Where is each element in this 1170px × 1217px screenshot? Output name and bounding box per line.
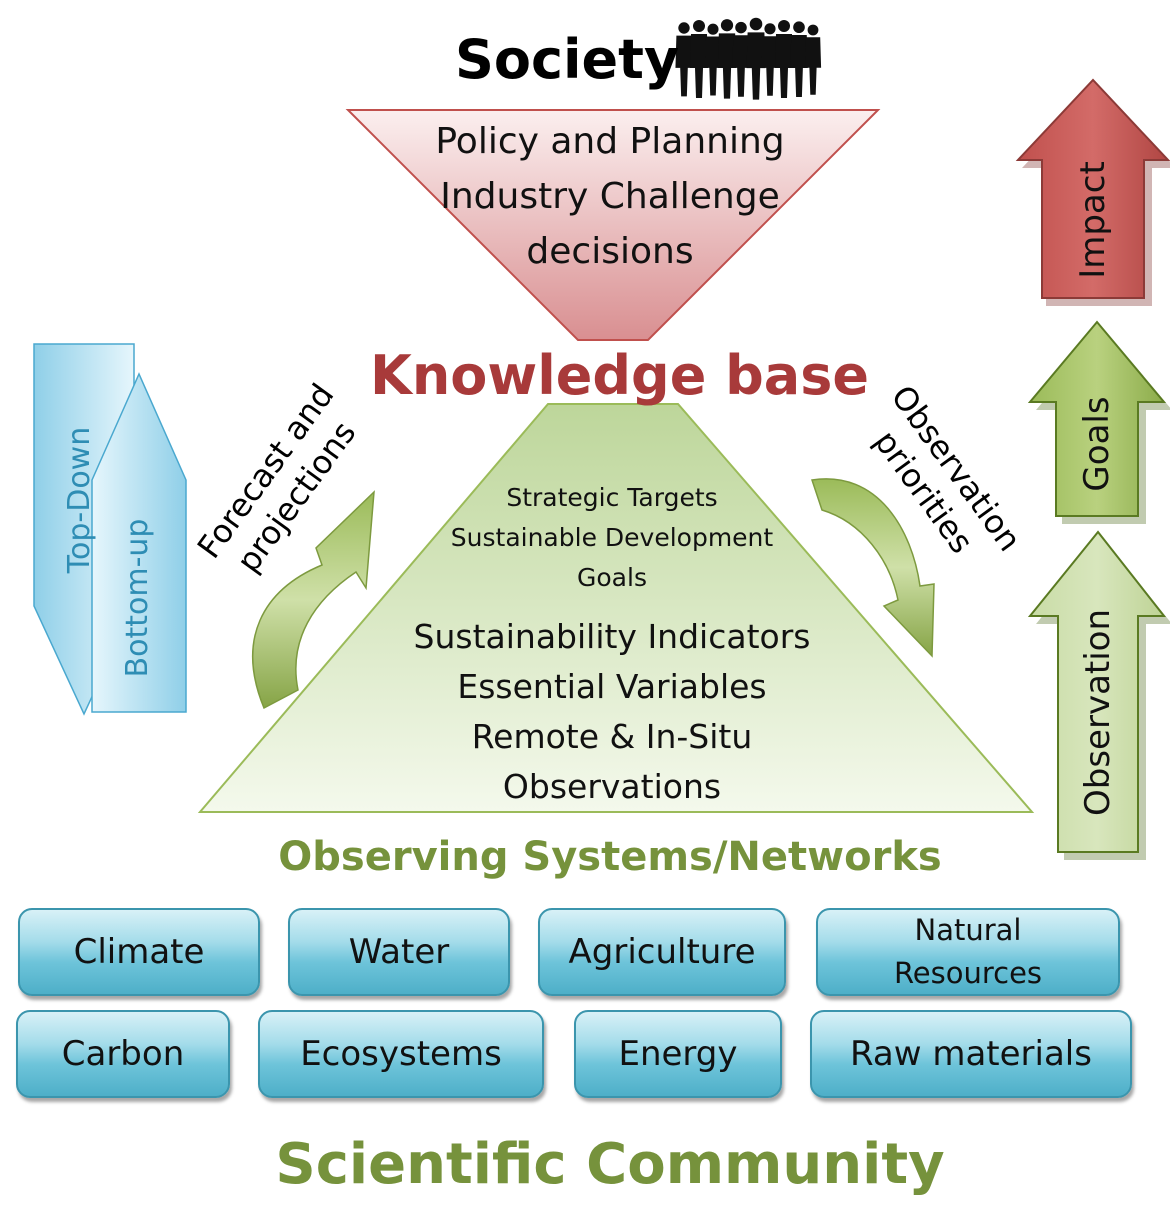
pyramid-upper-line-2: Sustainable Development <box>450 523 774 552</box>
domain-tile-ecosystems: Ecosystems <box>258 1010 544 1098</box>
knowledge-pyramid <box>197 403 1035 813</box>
person-silhouette-icon <box>675 22 693 97</box>
domain-tile-climate: Climate <box>18 908 260 996</box>
impact-arrow <box>1015 78 1170 306</box>
society-box-text: Policy and Planning Industry Challenge d… <box>390 114 830 279</box>
top-down-label: Top-Down <box>62 426 97 574</box>
pyramid-upper-line-3: Goals <box>577 563 647 592</box>
person-silhouette-icon <box>732 21 750 97</box>
person-silhouette-icon <box>775 20 793 98</box>
impact-label: Impact <box>1073 161 1113 279</box>
society-line-3: decisions <box>526 231 694 272</box>
observing-title: Observing Systems/Networks <box>278 834 942 880</box>
observation-arrow <box>1027 530 1170 860</box>
pyramid-lower-text: Sustainability Indicators Essential Vari… <box>382 612 842 812</box>
knowledge-base-title: Knowledge base <box>370 344 869 407</box>
forecast-curved-arrow <box>252 490 375 710</box>
community-title: Scientific Community <box>275 1132 945 1197</box>
person-silhouette-icon <box>761 23 779 96</box>
observation-label: Observation <box>1078 608 1118 816</box>
pyramid-lower-line-4: Observations <box>502 767 722 806</box>
bottom-up-label: Bottom-up <box>120 518 155 678</box>
person-silhouette-icon <box>746 17 766 100</box>
pyramid-upper-text: Strategic Targets Sustainable Developmen… <box>412 478 812 598</box>
domain-tile-agriculture: Agriculture <box>538 908 786 996</box>
pyramid-lower-line-3: Remote & In-Situ <box>471 717 753 756</box>
goals-arrow <box>1027 320 1170 524</box>
society-line-1: Policy and Planning <box>435 121 785 162</box>
goals-label: Goals <box>1077 396 1117 492</box>
domain-tile-natural-resources: Natural Resources <box>816 908 1120 996</box>
domain-tile-water: Water <box>288 908 510 996</box>
society-title: Society <box>455 28 680 91</box>
domain-tile-raw-materials: Raw materials <box>810 1010 1132 1098</box>
society-funnel <box>345 109 881 341</box>
people-group <box>675 17 822 100</box>
person-silhouette-icon <box>790 21 808 98</box>
society-line-2: Industry Challenge <box>440 176 780 217</box>
pyramid-lower-line-2: Essential Variables <box>457 667 767 706</box>
pyramid-upper-line-1: Strategic Targets <box>506 483 718 512</box>
pyramid-lower-line-1: Sustainability Indicators <box>413 617 811 656</box>
domain-tile-energy: Energy <box>574 1010 782 1098</box>
person-silhouette-icon <box>804 24 822 95</box>
person-silhouette-icon <box>704 23 722 96</box>
priorities-curved-arrow <box>811 478 935 658</box>
person-silhouette-icon <box>717 19 737 99</box>
bottom-up-arrow <box>91 372 187 713</box>
domain-tile-carbon: Carbon <box>16 1010 230 1098</box>
person-silhouette-icon <box>690 20 708 98</box>
